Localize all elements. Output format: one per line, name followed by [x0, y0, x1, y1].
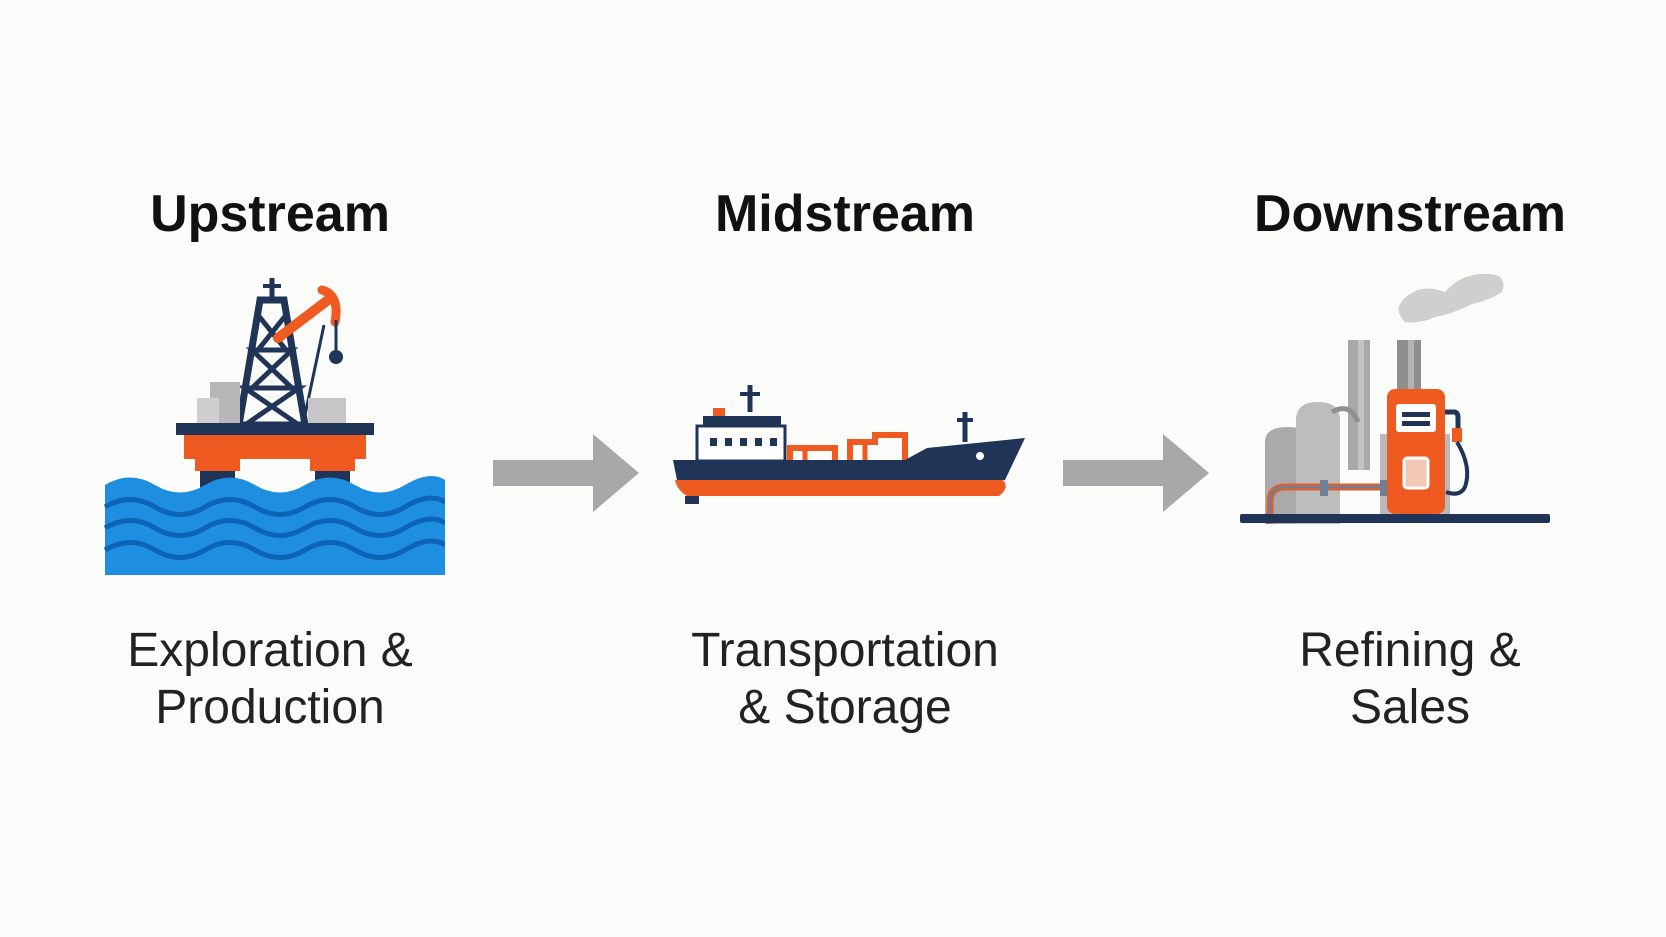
offshore-oil-rig-icon — [103, 278, 445, 575]
stage-description-line: Production — [155, 681, 385, 734]
stage-description-line: Refining & — [1299, 624, 1521, 677]
arrow-right-icon — [1063, 434, 1209, 512]
stage-description: Refining & Sales — [1185, 622, 1635, 736]
stage-description-line: & Storage — [738, 681, 952, 734]
stage-description-line: Sales — [1349, 681, 1471, 734]
stage-title: Downstream — [1253, 185, 1567, 243]
oil-tanker-ship-icon — [673, 385, 1025, 504]
stage-description-line: Transportation — [691, 624, 999, 677]
stage-description: Exploration & Production — [60, 622, 480, 736]
stage-description: Transportation & Storage — [620, 622, 1070, 736]
arrow-right-icon — [493, 434, 639, 512]
stage-title: Upstream — [150, 185, 390, 243]
stage-description-line: Exploration & — [127, 624, 413, 677]
refinery-fuel-pump-icon — [1240, 273, 1550, 524]
stage-title: Midstream — [714, 185, 976, 243]
